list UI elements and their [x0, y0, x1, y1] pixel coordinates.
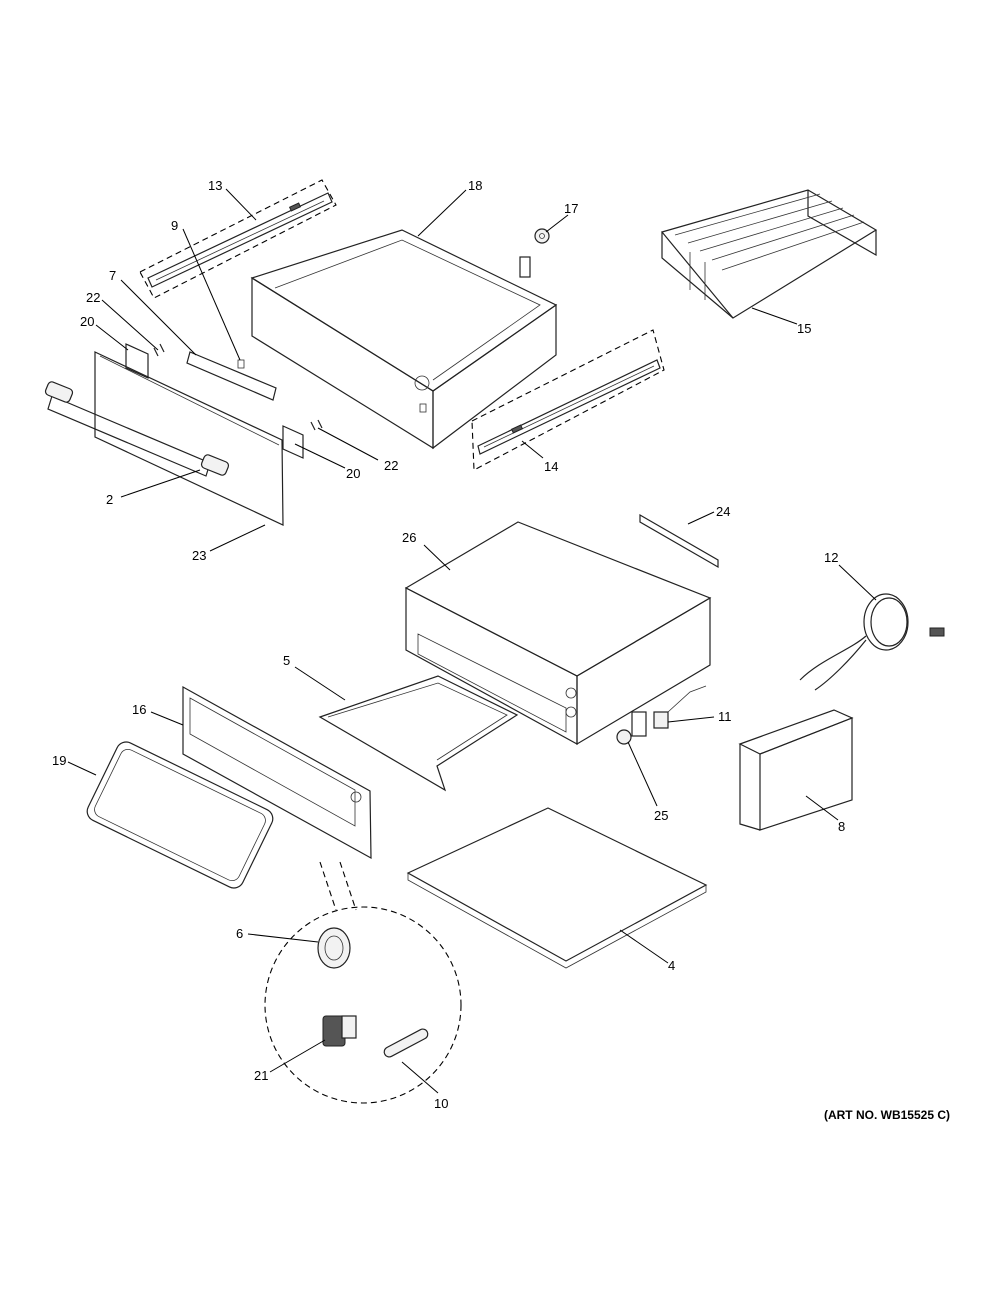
- part-16-control-panel: [182, 685, 372, 860]
- part-24-mounting-strip: [639, 513, 719, 569]
- callout-7: 7: [109, 268, 116, 283]
- part-21-switch: [322, 1015, 357, 1047]
- art-number: (ART NO. WB15525 C): [823, 1108, 950, 1122]
- part-19-gasket: [86, 741, 274, 889]
- part-17-roller: [519, 228, 550, 278]
- callout-25: 25: [654, 808, 668, 823]
- callout-labels: 13 9 7 22 20 18 17 15 14 20 22 2 23 24 2…: [52, 178, 845, 1111]
- callout-10: 10: [434, 1096, 448, 1111]
- callout-12: 12: [824, 550, 838, 565]
- part-8-cover: [738, 709, 854, 831]
- callout-15: 15: [797, 321, 811, 336]
- part-6-knob: [317, 927, 351, 969]
- part-23-drawer-front: [94, 351, 284, 526]
- part-11-thermostat: [631, 685, 707, 737]
- callout-14: 14: [544, 459, 558, 474]
- callout-20-bottom: 20: [346, 466, 360, 481]
- part-2-handle: [44, 381, 230, 477]
- part-5-heating-element: [318, 675, 519, 792]
- callout-13: 13: [208, 178, 222, 193]
- part-25-grommet: [616, 729, 632, 745]
- callout-18: 18: [468, 178, 482, 193]
- part-7-bracket: [186, 351, 277, 401]
- callout-22-top: 22: [86, 290, 100, 305]
- callout-5: 5: [283, 653, 290, 668]
- callout-9: 9: [171, 218, 178, 233]
- part-20-hinge-plate-right: [282, 425, 304, 459]
- callout-16: 16: [132, 702, 146, 717]
- part-12-power-cord: [799, 593, 945, 691]
- callout-4: 4: [668, 958, 675, 973]
- part-10-fuse: [383, 1028, 429, 1058]
- part-14-right-slide-rail: [471, 329, 665, 471]
- callout-19: 19: [52, 753, 66, 768]
- callout-23: 23: [192, 548, 206, 563]
- callout-21: 21: [254, 1068, 268, 1083]
- part-22-screws-left: [153, 343, 165, 357]
- part-22-screws-right: [310, 419, 323, 431]
- detail-view-circle: [264, 861, 462, 1104]
- part-26-housing: [404, 521, 712, 746]
- part-20-hinge-plate-left: [125, 343, 149, 379]
- callout-24: 24: [716, 504, 730, 519]
- callout-22-bottom: 22: [384, 458, 398, 473]
- part-13-left-slide-rail: [139, 179, 337, 299]
- callout-8: 8: [838, 819, 845, 834]
- callout-2: 2: [106, 492, 113, 507]
- part-4-bottom-panel: [406, 807, 708, 969]
- callout-17: 17: [564, 201, 578, 216]
- leader-lines: [67, 188, 877, 1094]
- callout-26: 26: [402, 530, 416, 545]
- part-18-drawer-box: [250, 229, 558, 450]
- callout-20-top: 20: [80, 314, 94, 329]
- callout-6: 6: [236, 926, 243, 941]
- part-15-wire-rack: [660, 189, 878, 319]
- callout-11: 11: [718, 709, 732, 724]
